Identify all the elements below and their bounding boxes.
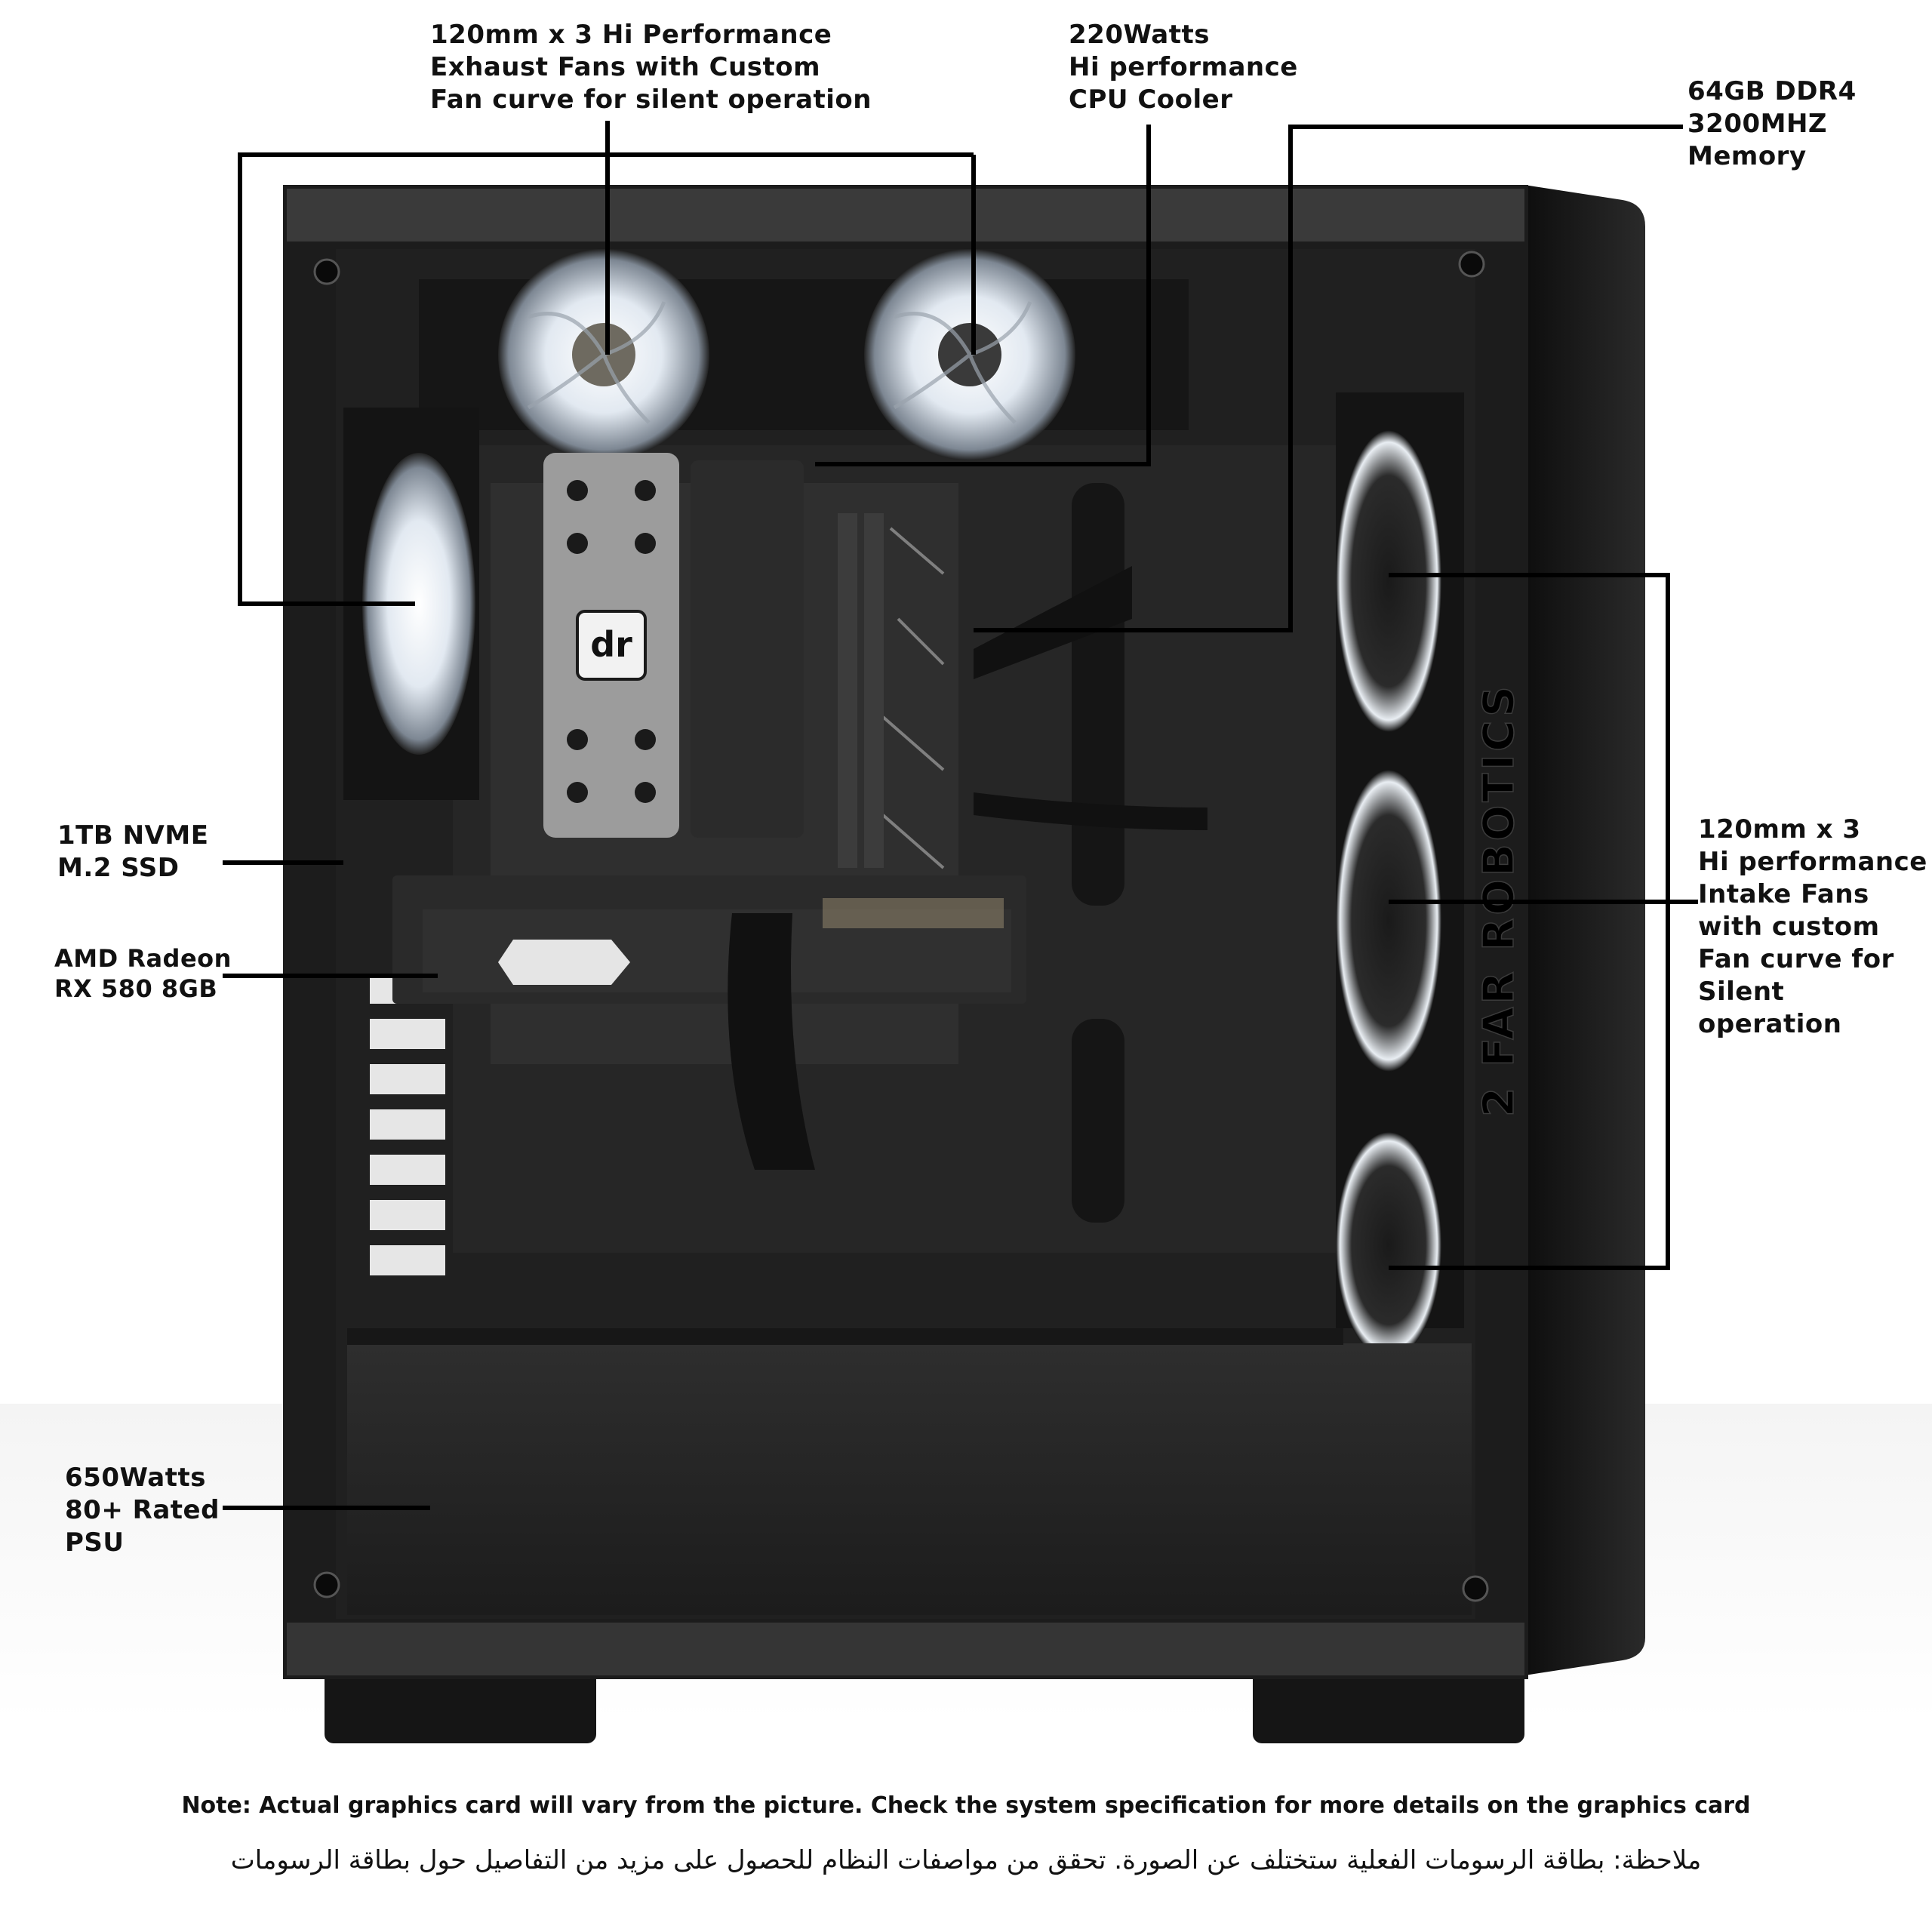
label-gpu: AMD Radeon RX 580 8GB: [54, 944, 232, 1003]
rear-exhaust-fan: [362, 453, 475, 755]
ram-stick: [864, 513, 884, 868]
label-exhaust-fans: 120mm x 3 Hi Performance Exhaust Fans wi…: [430, 20, 872, 115]
callout-lines: [223, 121, 1698, 1510]
gpu-power-cable: [728, 913, 815, 1170]
case-top-trim: [287, 189, 1524, 242]
graphics-card-note-english: Note: Actual graphics card will vary fro…: [181, 1792, 1751, 1819]
pci-slot-vents: [370, 974, 445, 1275]
front-intake-fan-3: [1336, 1132, 1441, 1358]
case-screws: [313, 251, 1489, 1602]
label-cpu-cooler: 220Watts Hi performance CPU Cooler: [1069, 20, 1298, 115]
label-psu: 650Watts 80+ Rated PSU: [65, 1463, 220, 1558]
psu-shroud-lip: [347, 1328, 1343, 1345]
label-ssd: 1TB NVME M.2 SSD: [57, 820, 209, 883]
front-intake-fan-2: [1336, 770, 1441, 1072]
cpu-power-cable: [974, 566, 1132, 679]
psu-shroud: [347, 1343, 1472, 1615]
cooler-logo-plate: [576, 610, 647, 681]
label-memory: 64GB DDR4 3200MHZ Memory: [1687, 76, 1857, 171]
cable-cutout: [1072, 1019, 1124, 1223]
cpu-cooler-fan: [691, 460, 804, 838]
case-bottom-trim: [287, 1623, 1524, 1675]
label-intake-fans: 120mm x 3 Hi performance Intake Fans wit…: [1698, 814, 1927, 1039]
sata-cable: [974, 792, 1208, 830]
case-side-panel: [1524, 185, 1645, 1675]
gpu-window: [498, 940, 630, 985]
ram-stick: [838, 513, 857, 868]
gpu-heatsink-fins: [823, 898, 1004, 928]
front-intake-fan-1: [1336, 430, 1441, 732]
cable-cutout: [1072, 483, 1124, 906]
graphics-card-note-arabic: ملاحظة: بطاقة الرسومات الفعلية ستختلف عن…: [230, 1845, 1702, 1875]
cooler-logo-icon: dr: [590, 624, 632, 665]
